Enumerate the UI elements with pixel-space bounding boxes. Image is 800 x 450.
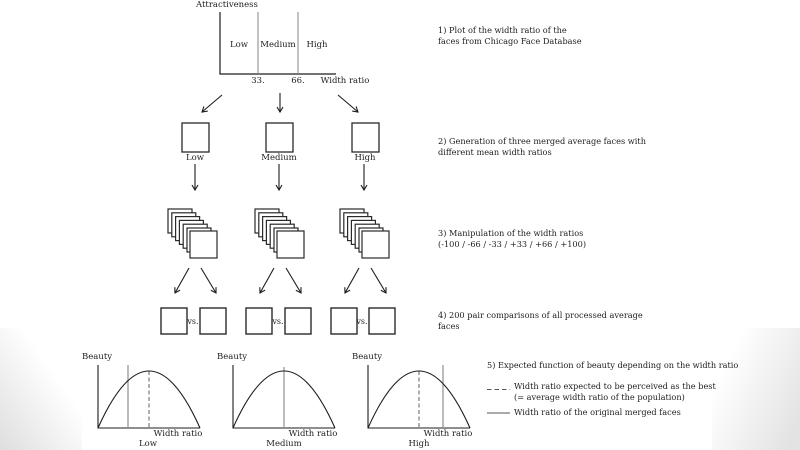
legend-solid-line1: Width ratio of the original merged faces bbox=[514, 407, 681, 417]
arrows-stacks-to-pairs bbox=[174, 267, 387, 294]
step2-line1: 2) Generation of three merged average fa… bbox=[438, 136, 646, 146]
step2-description: 2) Generation of three merged average fa… bbox=[438, 136, 646, 157]
step3-line2: (-100 / -66 / -33 / +33 / +66 / +100) bbox=[438, 238, 587, 249]
beauty-plot-label-high: High bbox=[408, 439, 430, 449]
vs-label-medium: vs. bbox=[272, 317, 284, 326]
legend-dashed-line1: Width ratio expected to be perceived as … bbox=[514, 381, 716, 391]
beauty-high-curve bbox=[367, 370, 471, 429]
arrow-stack-medium-left bbox=[259, 267, 275, 294]
top-plot-x-axis-label: Width ratio bbox=[320, 76, 370, 86]
beauty-plot-medium bbox=[232, 365, 336, 429]
step4-line2: faces bbox=[438, 320, 460, 331]
face-label-high: High bbox=[354, 153, 376, 163]
beauty-plot-label-low: Low bbox=[138, 439, 158, 449]
face-label-medium: Medium bbox=[261, 153, 297, 163]
beauty-high-y-label: Beauty bbox=[352, 352, 383, 362]
step1-line2: faces from Chicago Face Database bbox=[438, 35, 582, 46]
arrow-stack-low-right bbox=[200, 267, 217, 294]
beauty-low-y-label: Beauty bbox=[82, 352, 113, 362]
beauty-plot-low bbox=[97, 365, 201, 429]
tick-label-33: 33. bbox=[251, 76, 265, 86]
step2-line2: different mean width ratios bbox=[438, 146, 552, 157]
average-face-medium bbox=[265, 122, 294, 153]
manipulated-stack-high bbox=[339, 208, 390, 259]
average-face-squares bbox=[181, 122, 380, 153]
pair-low-right-square bbox=[199, 307, 227, 335]
region-label-medium: Medium bbox=[260, 40, 296, 50]
legend-solid-label: Width ratio of the original merged faces bbox=[514, 407, 681, 418]
beauty-low-x-label: Width ratio bbox=[153, 429, 203, 439]
arrow-to-low-face bbox=[201, 94, 223, 113]
pair-medium-right-square bbox=[284, 307, 312, 335]
beauty-high-x-label: Width ratio bbox=[423, 429, 473, 439]
step1-line1: 1) Plot of the width ratio of the bbox=[438, 25, 567, 35]
pair-low-left-square bbox=[160, 307, 188, 335]
beauty-medium-y-label: Beauty bbox=[217, 352, 248, 362]
comparison-pairs bbox=[160, 307, 396, 335]
face-label-low: Low bbox=[185, 153, 205, 163]
legend-dashed-line2: (= average width ratio of the population… bbox=[514, 391, 685, 402]
pair-high-left-square bbox=[330, 307, 358, 335]
average-face-high bbox=[351, 122, 380, 153]
step3-line1: 3) Manipulation of the width ratios bbox=[438, 228, 584, 238]
step1-description: 1) Plot of the width ratio of the faces … bbox=[438, 25, 582, 46]
vs-label-low: vs. bbox=[187, 317, 199, 326]
step5-description: 5) Expected function of beauty depending… bbox=[487, 360, 738, 371]
manipulated-stack-medium bbox=[254, 208, 305, 259]
arrow-stack-medium-right bbox=[285, 267, 302, 294]
manipulated-stack-low bbox=[167, 208, 218, 259]
arrows-faces-to-stacks bbox=[191, 164, 368, 192]
beauty-low-curve bbox=[97, 370, 201, 429]
top-plot-y-axis-label: Attractiveness bbox=[196, 0, 258, 10]
step4-line1: 4) 200 pair comparisons of all processed… bbox=[438, 310, 643, 320]
legend-dashed-label: Width ratio expected to be perceived as … bbox=[514, 381, 716, 402]
beauty-plot-high bbox=[367, 365, 471, 429]
width-ratio-plot bbox=[219, 12, 336, 75]
arrow-to-high-face bbox=[337, 94, 359, 113]
beauty-medium-curve bbox=[232, 370, 336, 429]
region-label-high: High bbox=[306, 40, 328, 50]
step5-line1: 5) Expected function of beauty depending… bbox=[487, 360, 739, 370]
tick-label-66: 66. bbox=[291, 76, 305, 86]
stacked-face-front-card bbox=[361, 230, 390, 259]
vs-label-high: vs. bbox=[356, 317, 368, 326]
arrow-stack-low-left bbox=[174, 267, 190, 294]
arrow-stack-high-left bbox=[344, 267, 360, 294]
step4-description: 4) 200 pair comparisons of all processed… bbox=[438, 310, 643, 331]
beauty-plot-label-medium: Medium bbox=[266, 439, 302, 449]
region-label-low: Low bbox=[229, 40, 249, 50]
beauty-medium-x-label: Width ratio bbox=[288, 429, 338, 439]
pair-high-right-square bbox=[368, 307, 396, 335]
arrow-stack-high-right bbox=[370, 267, 387, 294]
pair-medium-left-square bbox=[245, 307, 273, 335]
stacked-face-front-card bbox=[276, 230, 305, 259]
step3-description: 3) Manipulation of the width ratios (-10… bbox=[438, 228, 586, 249]
stacked-face-front-card bbox=[189, 230, 218, 259]
arrows-plot-to-faces bbox=[201, 93, 359, 114]
average-face-low bbox=[181, 122, 210, 153]
